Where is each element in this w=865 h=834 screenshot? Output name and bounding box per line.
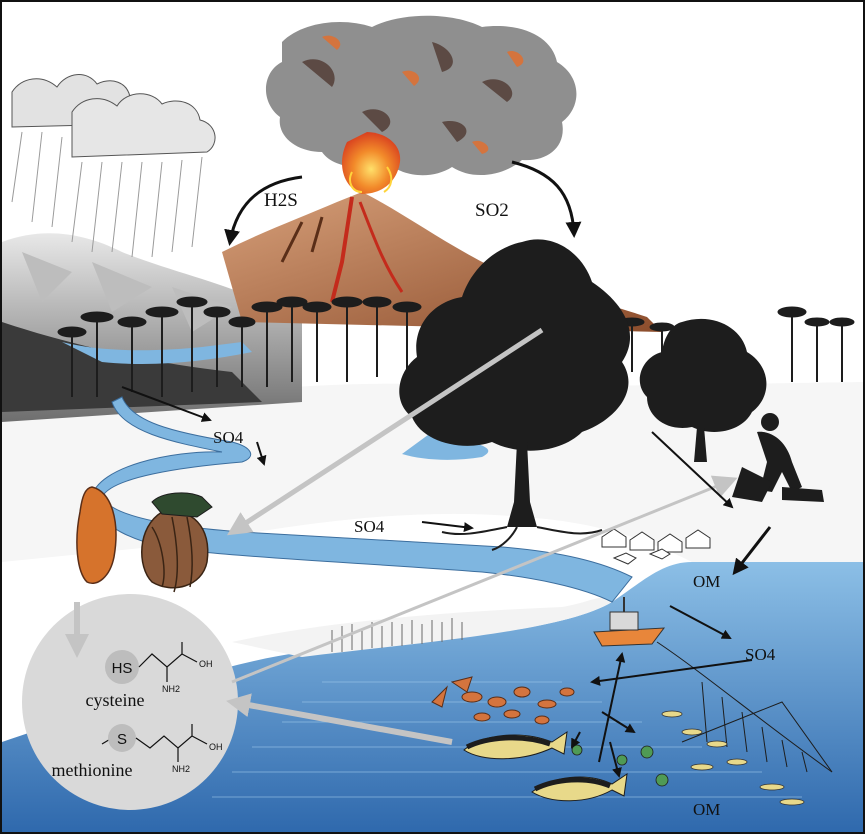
sea-so4-arrow bbox=[669, 605, 732, 639]
village bbox=[601, 528, 711, 565]
araucaria-seeds bbox=[76, 486, 213, 593]
amino-acid-bubble: HS OH NH2 cysteine S OH NH2 methionine bbox=[22, 594, 238, 810]
cysteine-label: cysteine bbox=[86, 690, 145, 710]
bubble-to-woodcutter-arrow bbox=[231, 475, 738, 684]
rain-clouds bbox=[11, 74, 216, 258]
fish-to-bubble-arrow bbox=[226, 693, 453, 745]
so4-river-arrow bbox=[256, 441, 267, 466]
rain bbox=[11, 131, 203, 258]
fish-down-arrow bbox=[609, 741, 622, 778]
small-tree bbox=[639, 318, 767, 462]
cysteine-structure: HS OH NH2 cysteine bbox=[86, 642, 213, 710]
methionine-nh2-label: NH2 bbox=[172, 764, 190, 774]
organic-debris bbox=[431, 676, 575, 725]
so4-river-label: SO4 bbox=[213, 428, 244, 447]
reeds bbox=[331, 618, 463, 652]
so4-to-debris-arrow bbox=[590, 659, 753, 686]
h2s-label: H2S bbox=[264, 190, 298, 211]
land bbox=[2, 382, 863, 562]
araucaria-forest bbox=[57, 296, 855, 397]
fish-to-boat-arrow bbox=[598, 652, 626, 763]
debris-to-fish-arrow bbox=[601, 711, 636, 734]
h2s-arrow bbox=[224, 175, 303, 246]
cysteine-nh2-label: NH2 bbox=[162, 684, 180, 694]
so2-label: SO2 bbox=[475, 200, 509, 221]
om-sea-label: OM bbox=[693, 800, 720, 819]
methionine-oh-label: OH bbox=[209, 742, 223, 752]
so4-tree-label: SO4 bbox=[354, 517, 385, 536]
ash-cloud bbox=[265, 15, 577, 194]
woodcutter bbox=[732, 413, 824, 502]
tree-to-seed-arrow bbox=[226, 327, 544, 536]
fishing-net bbox=[656, 641, 833, 773]
cysteine-hs-label: HS bbox=[112, 660, 133, 677]
fishing-boat bbox=[593, 597, 666, 647]
rain-to-river-arrow bbox=[121, 386, 212, 422]
methionine-label: methionine bbox=[52, 760, 133, 780]
so4-sea-label: SO4 bbox=[745, 645, 776, 664]
black-arrows bbox=[121, 160, 772, 778]
fish-school bbox=[463, 710, 805, 806]
tree-to-ground-arrow bbox=[651, 431, 734, 509]
methionine-structure: S OH NH2 methionine bbox=[52, 724, 223, 780]
debris-down-arrow bbox=[571, 731, 581, 749]
om-shore-label: OM bbox=[693, 572, 720, 591]
cysteine-oh-label: OH bbox=[199, 659, 213, 669]
river bbox=[62, 342, 633, 603]
so2-arrow bbox=[511, 160, 582, 238]
gray-arrows bbox=[65, 327, 738, 745]
om-shore-arrow bbox=[732, 526, 772, 576]
so4-tree-arrow bbox=[421, 521, 474, 533]
methionine-s-label: S bbox=[117, 731, 127, 748]
